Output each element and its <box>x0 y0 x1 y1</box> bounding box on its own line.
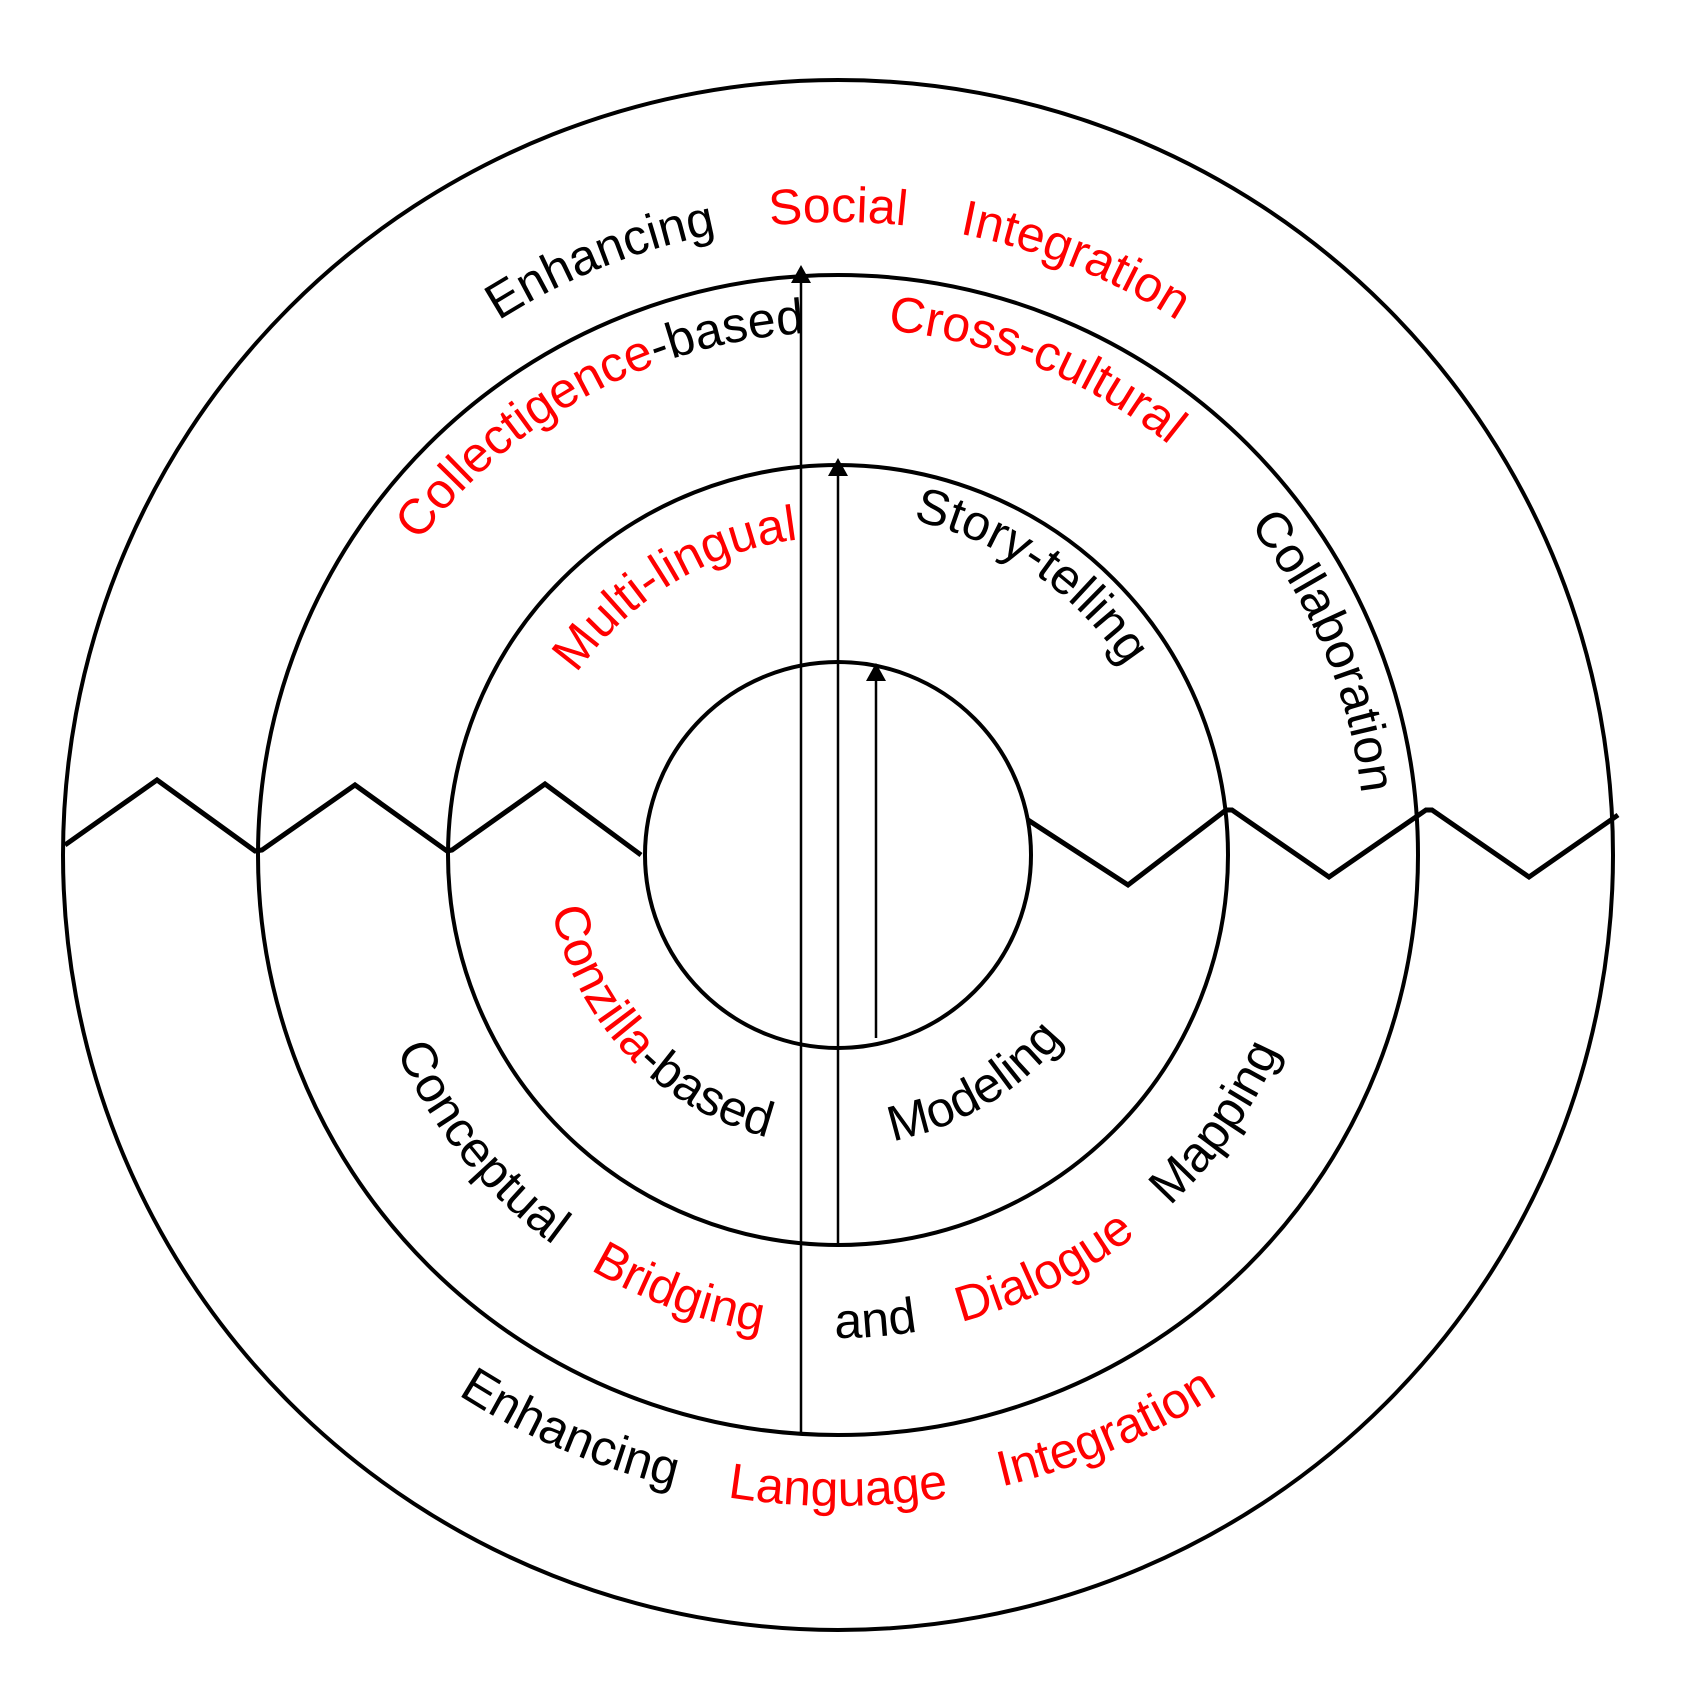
label-conzilla: Conzilla <box>541 898 668 1071</box>
second-ring-bottomright-label: Modeling <box>881 1009 1072 1152</box>
label-and: and <box>834 1287 920 1349</box>
label-modeling: Modeling <box>881 1009 1072 1152</box>
outer-ring <box>61 78 1615 1632</box>
outer-top-label: Enhancing Social Integration <box>475 177 1201 330</box>
label-language: Language <box>726 1453 951 1517</box>
third-ring <box>256 273 1420 1437</box>
second-ring-topleft-label: Multi-lingual <box>541 495 800 680</box>
label-social: Social <box>766 177 910 237</box>
label-story-telling: Story-telling <box>910 476 1162 673</box>
label-integration-bottom: Integration <box>991 1356 1224 1497</box>
zigzag-divider-right <box>1026 807 1620 889</box>
arrow-head-middle-icon <box>828 458 848 476</box>
label-multi-lingual: Multi-lingual <box>541 495 800 680</box>
label-based-conzilla: -based <box>628 1031 781 1148</box>
label-enhancing-bottom: Enhancing <box>452 1356 686 1497</box>
label-bridging: Bridging <box>584 1230 769 1343</box>
second-ring-topright-label: Story-telling <box>910 476 1162 673</box>
label-collectigence: Collectigence <box>384 323 661 549</box>
arrow-head-inner-icon <box>866 663 886 681</box>
arrow-head-outer-icon <box>791 265 811 283</box>
label-conceptual: Conceptual <box>386 1031 580 1254</box>
label-mapping: Mapping <box>1138 1031 1290 1214</box>
zigzag-divider-left <box>63 776 643 858</box>
